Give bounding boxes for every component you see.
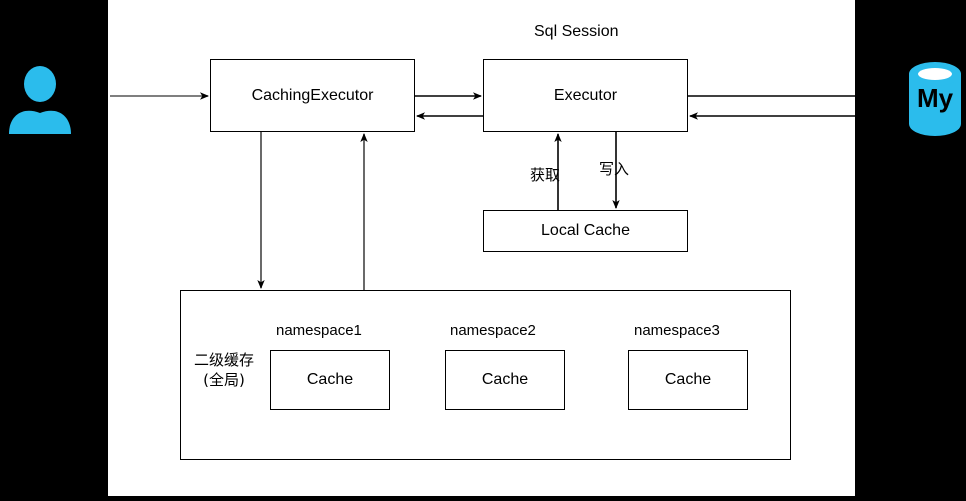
edge-label-write: 写入 <box>599 160 630 178</box>
mysql-database-icon: My <box>909 62 961 136</box>
second-level-cache-label-line1: 二级缓存 <box>193 351 254 369</box>
node-cache-2-label: Cache <box>481 371 529 389</box>
node-cache-1[interactable]: Cache <box>270 350 390 410</box>
second-level-cache-label-line2: (全局) <box>203 371 245 390</box>
node-caching-executor-label: CachingExecutor <box>251 86 374 104</box>
node-local-cache-label: Local Cache <box>541 222 630 240</box>
node-cache-3[interactable]: Cache <box>628 350 748 410</box>
user-icon <box>9 66 71 134</box>
node-executor[interactable]: Executor <box>483 59 688 132</box>
mysql-icon-text: My <box>917 83 954 113</box>
node-cache-1-label: Cache <box>306 371 354 389</box>
node-executor-label: Executor <box>553 86 618 104</box>
second-level-cache-label: 二级缓存 (全局) <box>183 350 265 391</box>
node-cache-2[interactable]: Cache <box>445 350 565 410</box>
page-title: Sql Session <box>534 23 619 40</box>
node-cache-3-label: Cache <box>664 371 712 389</box>
node-local-cache[interactable]: Local Cache <box>483 210 688 252</box>
namespace3-label: namespace3 <box>634 322 720 339</box>
namespace1-label: namespace1 <box>276 322 362 339</box>
edge-label-fetch: 获取 <box>530 166 561 184</box>
namespace2-label: namespace2 <box>450 322 536 339</box>
node-caching-executor[interactable]: CachingExecutor <box>210 59 415 132</box>
